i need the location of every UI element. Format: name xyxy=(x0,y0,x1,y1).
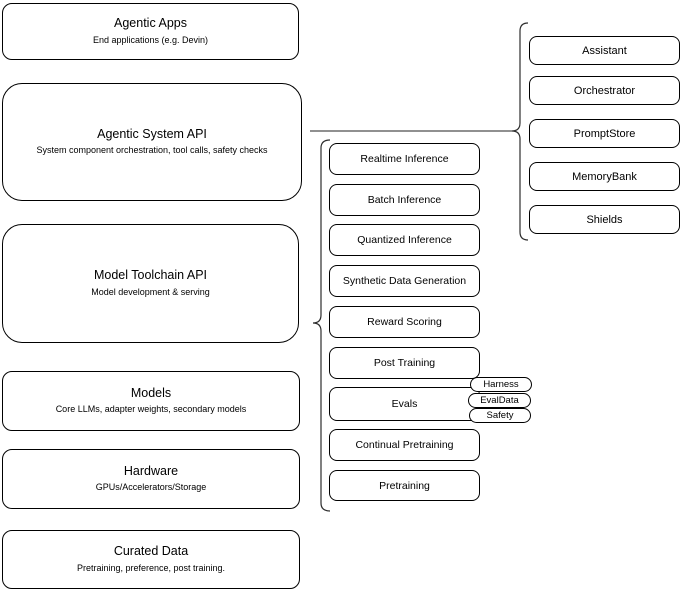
node-realtime-inference: Realtime Inference xyxy=(329,143,480,175)
node-models: Models Core LLMs, adapter weights, secon… xyxy=(2,371,300,431)
node-orchestrator: Orchestrator xyxy=(529,76,680,105)
node-title: Hardware xyxy=(123,463,179,478)
node-promptstore: PromptStore xyxy=(529,119,680,148)
node-subtitle: Pretraining, preference, post training. xyxy=(76,562,226,573)
node-shields: Shields xyxy=(529,205,680,234)
node-curated-data: Curated Data Pretraining, preference, po… xyxy=(2,530,300,589)
node-subtitle: GPUs/Accelerators/Storage xyxy=(95,482,207,493)
node-evals: Evals xyxy=(329,387,480,421)
node-title: Models xyxy=(130,385,172,400)
node-agentic-system-api: Agentic System API System component orch… xyxy=(2,83,302,201)
toolchain-brace xyxy=(312,139,331,512)
node-synthetic-data-generation: Synthetic Data Generation xyxy=(329,265,480,297)
node-title: Agentic System API xyxy=(97,126,207,141)
tag-evaldata: EvalData xyxy=(468,393,531,408)
node-title: Model Toolchain API xyxy=(93,268,208,283)
tag-safety: Safety xyxy=(469,408,531,423)
node-subtitle: System component orchestration, tool cal… xyxy=(36,145,268,156)
node-hardware: Hardware GPUs/Accelerators/Storage xyxy=(2,449,300,509)
components-brace xyxy=(511,22,529,241)
node-batch-inference: Batch Inference xyxy=(329,184,480,216)
node-agentic-apps: Agentic Apps End applications (e.g. Devi… xyxy=(2,3,299,60)
node-post-training: Post Training xyxy=(329,347,480,379)
node-title: Agentic Apps xyxy=(114,16,187,31)
node-subtitle: Core LLMs, adapter weights, secondary mo… xyxy=(55,404,247,415)
node-quantized-inference: Quantized Inference xyxy=(329,224,480,256)
node-subtitle: End applications (e.g. Devin) xyxy=(92,34,209,45)
tag-harness: Harness xyxy=(470,377,532,392)
node-subtitle: Model development & serving xyxy=(91,286,210,297)
node-reward-scoring: Reward Scoring xyxy=(329,306,480,338)
node-assistant: Assistant xyxy=(529,36,680,65)
node-pretraining: Pretraining xyxy=(329,470,480,501)
node-title: Curated Data xyxy=(113,544,189,559)
node-model-toolchain-api: Model Toolchain API Model development & … xyxy=(2,224,299,343)
node-continual-pretraining: Continual Pretraining xyxy=(329,429,480,461)
node-memorybank: MemoryBank xyxy=(529,162,680,191)
